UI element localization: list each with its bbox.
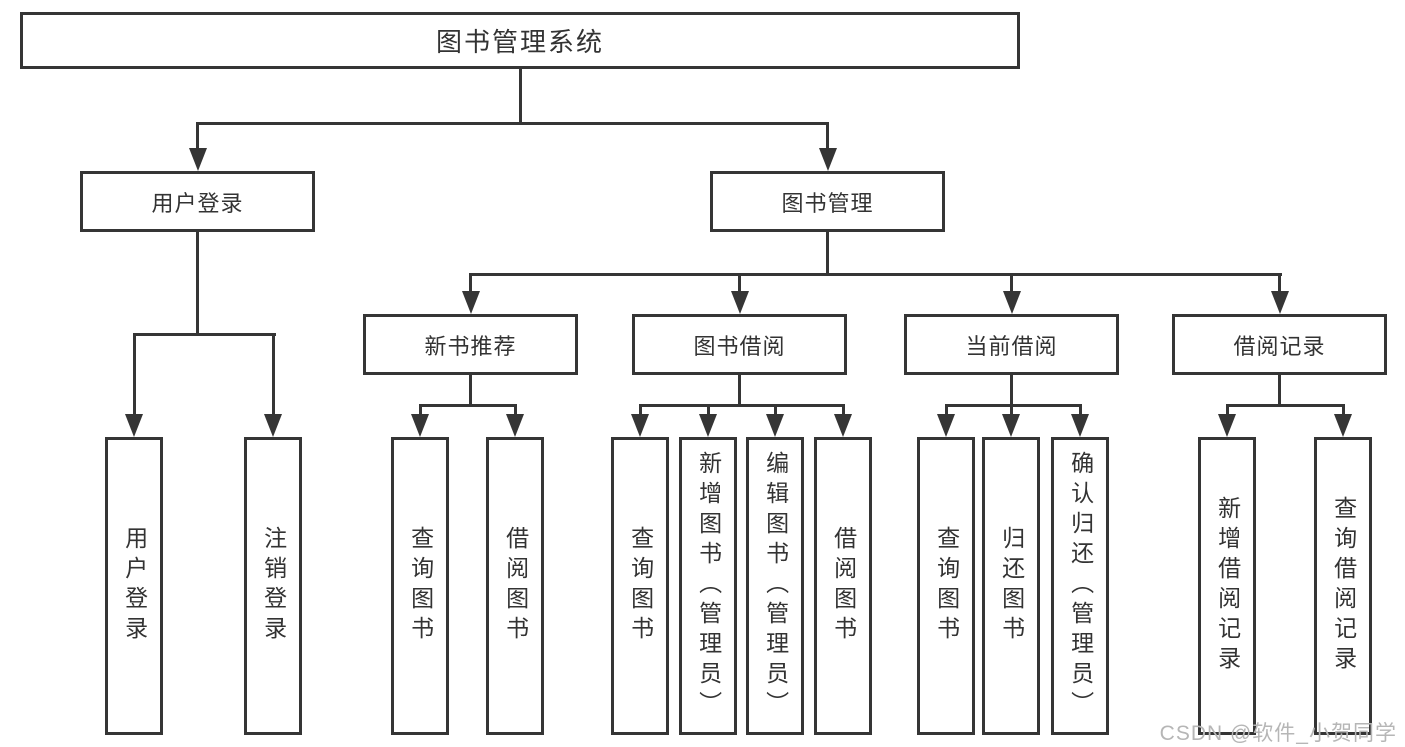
node-leaf-add-book-admin: 新增图书（管理员） <box>679 437 737 735</box>
connector-line <box>638 404 845 407</box>
arrow-down-icon <box>1002 414 1020 437</box>
arrow-down-icon <box>631 414 649 437</box>
connector-line <box>1010 375 1013 407</box>
connector-line <box>773 404 777 417</box>
arrow-down-icon <box>125 414 143 437</box>
arrow-down-icon <box>699 414 717 437</box>
connector-line <box>1009 404 1013 417</box>
node-leaf-add-borrow-record: 新增借阅记录 <box>1198 437 1256 735</box>
node-new-book-recommend: 新书推荐 <box>363 314 578 375</box>
arrow-down-icon <box>937 414 955 437</box>
connector-line <box>196 232 199 336</box>
node-leaf-edit-book-admin: 编辑图书（管理员） <box>746 437 804 735</box>
connector-line <box>944 404 1082 407</box>
connector-line <box>469 375 472 407</box>
connector-line <box>418 404 517 407</box>
connector-line <box>196 122 199 151</box>
arrow-down-icon <box>1218 414 1236 437</box>
arrow-down-icon <box>1270 291 1289 314</box>
node-leaf-return-books: 归还图书 <box>982 437 1040 735</box>
arrow-down-icon <box>461 291 480 314</box>
connector-line <box>706 404 710 417</box>
node-leaf-query-books-3: 查询图书 <box>917 437 975 735</box>
arrow-down-icon <box>1071 414 1089 437</box>
node-leaf-logout: 注销登录 <box>244 437 302 735</box>
node-book-management: 图书管理 <box>710 171 945 232</box>
connector-line <box>1078 404 1082 417</box>
arrow-down-icon <box>506 414 524 437</box>
connector-line <box>638 404 642 417</box>
connector-line <box>1225 404 1229 417</box>
connector-line <box>1278 375 1281 407</box>
node-leaf-query-borrow-record: 查询借阅记录 <box>1314 437 1372 735</box>
connector-line <box>469 273 472 294</box>
arrow-down-icon <box>1334 414 1352 437</box>
connector-line <box>826 232 829 276</box>
arrow-down-icon <box>818 148 837 171</box>
node-book-borrow: 图书借阅 <box>632 314 847 375</box>
connector-line <box>738 273 741 294</box>
node-leaf-borrow-books-1: 借阅图书 <box>486 437 544 735</box>
node-leaf-user-login: 用户登录 <box>105 437 163 735</box>
node-library-system: 图书管理系统 <box>20 12 1020 69</box>
connector-line <box>1341 404 1345 417</box>
connector-line <box>738 375 741 407</box>
connector-line <box>132 333 136 416</box>
connector-line <box>518 68 522 125</box>
connector-line <box>469 273 1282 276</box>
connector-line <box>196 122 829 125</box>
arrow-down-icon <box>188 148 207 171</box>
connector-line <box>513 404 517 417</box>
watermark: CSDN @软件_小贺同学 <box>1159 722 1397 745</box>
connector-line <box>841 404 845 417</box>
arrow-down-icon <box>264 414 282 437</box>
node-borrow-records: 借阅记录 <box>1172 314 1387 375</box>
node-current-borrow: 当前借阅 <box>904 314 1119 375</box>
node-user-login: 用户登录 <box>80 171 315 232</box>
connector-line <box>1010 273 1013 294</box>
connector-line <box>132 333 276 336</box>
arrow-down-icon <box>834 414 852 437</box>
connector-line <box>271 333 275 416</box>
connector-line <box>944 404 948 417</box>
connector-line <box>418 404 422 417</box>
connector-line <box>826 122 829 151</box>
connector-line <box>1278 273 1281 294</box>
connector-line <box>1225 404 1345 407</box>
arrow-down-icon <box>411 414 429 437</box>
arrow-down-icon <box>1002 291 1021 314</box>
arrow-down-icon <box>730 291 749 314</box>
node-leaf-borrow-books-2: 借阅图书 <box>814 437 872 735</box>
node-leaf-query-books-1: 查询图书 <box>391 437 449 735</box>
node-leaf-confirm-return-admin: 确认归还（管理员） <box>1051 437 1109 735</box>
node-leaf-query-books-2: 查询图书 <box>611 437 669 735</box>
arrow-down-icon <box>766 414 784 437</box>
